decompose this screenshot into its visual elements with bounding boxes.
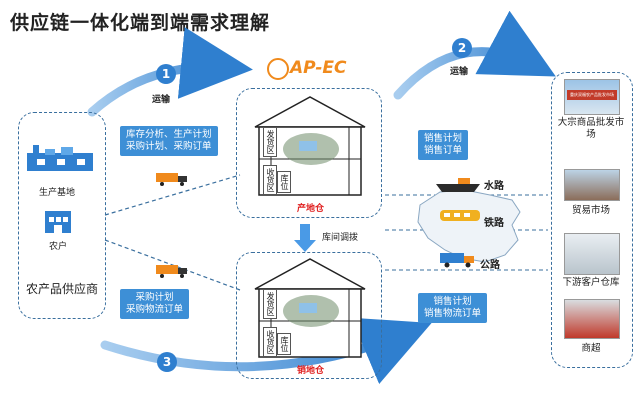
step-1-label: 运输 <box>152 95 171 105</box>
market-warehouse-label: 下游客户仓库 <box>562 277 620 288</box>
flow-line-origin <box>104 174 241 216</box>
market-photo-wholesale: 重庆双福农产品批发市场 <box>564 79 620 115</box>
ship-icon <box>436 178 480 192</box>
markets-box: 重庆双福农产品批发市场 大宗商品批发市场 贸易市场 下游客户仓库 商超 <box>551 72 633 368</box>
market-sign: 重庆双福农产品批发市场 <box>567 90 617 100</box>
zone-receive: 收货区 <box>263 165 277 195</box>
plan-label-bottom-right: 销售计划销售物流订单 <box>418 293 488 323</box>
train-icon <box>440 210 480 221</box>
market-trade-label: 贸易市场 <box>571 205 610 216</box>
water-label: 水路 <box>484 181 504 192</box>
truck-icon <box>156 173 187 186</box>
step-1-badge: 1 <box>156 64 176 84</box>
arrow-step-2 <box>393 10 556 100</box>
factory-icon <box>27 145 93 171</box>
arrow-step-3 <box>100 317 432 385</box>
supplier-box: 生产基地 农户 农产品供应商 <box>18 112 106 319</box>
step-3-badge: 3 <box>157 352 177 372</box>
zone-storage: 库位 <box>277 333 291 355</box>
market-photo-warehouse <box>564 233 620 275</box>
zone-storage: 库位 <box>277 171 291 193</box>
rail-label: 铁路 <box>484 218 504 229</box>
origin-warehouse-name: 产地仓 <box>297 204 325 214</box>
plan-label-top-left: 库存分析、生产计划采购计划、采购订单 <box>120 126 218 156</box>
market-photo-trade <box>564 169 620 201</box>
supplier-name: 农产品供应商 <box>25 282 98 296</box>
farmhouse-icon <box>45 211 71 233</box>
zone-receive: 收货区 <box>263 327 277 357</box>
gear-logo-icon <box>267 58 289 80</box>
apec-logo: AP-EC <box>290 58 347 78</box>
step-2-label: 运输 <box>450 67 469 77</box>
plan-label-bottom-left: 采购计划采购物流订单 <box>120 289 190 319</box>
farmer-label: 农户 <box>49 242 68 252</box>
zone-ship: 发货区 <box>263 127 277 157</box>
transfer-arrow <box>294 224 316 252</box>
truck-icon <box>156 265 187 278</box>
production-base-label: 生产基地 <box>39 188 76 198</box>
transfer-label: 库间调拨 <box>322 233 359 243</box>
road-label: 公路 <box>480 260 500 271</box>
zone-ship: 发货区 <box>263 289 277 319</box>
market-wholesale-label: 大宗商品批发市场 <box>557 117 625 140</box>
plan-label-top-right: 销售计划销售订单 <box>418 130 469 160</box>
truck-icon <box>440 253 474 268</box>
market-supermarket-label: 商超 <box>581 343 601 354</box>
sales-warehouse-name: 销地仓 <box>297 366 325 376</box>
sales-warehouse: 发货区 收货区 库位 销地仓 <box>236 252 382 379</box>
origin-warehouse: 发货区 收货区 库位 产地仓 <box>236 88 382 218</box>
market-photo-supermarket <box>564 299 620 339</box>
step-2-badge: 2 <box>452 38 472 58</box>
